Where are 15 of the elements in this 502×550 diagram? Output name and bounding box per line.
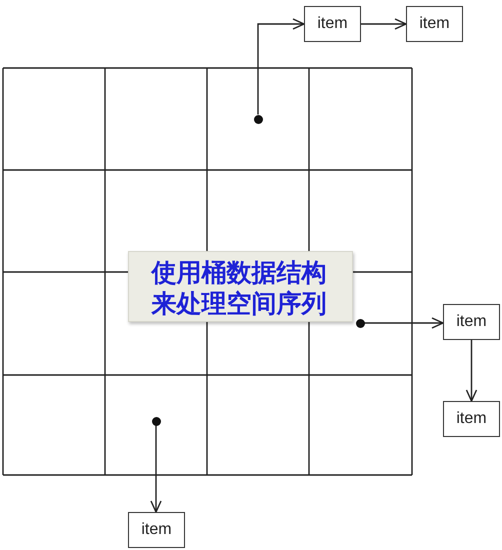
list-item-node: item bbox=[443, 401, 500, 437]
dot-icon bbox=[254, 114, 262, 124]
dot-icon bbox=[356, 318, 364, 328]
arrow bbox=[257, 18, 305, 114]
arrow bbox=[466, 340, 478, 402]
list-item-node: item bbox=[304, 6, 361, 42]
dot-icon bbox=[152, 416, 160, 426]
list-item-node: item bbox=[406, 6, 463, 42]
arrow bbox=[361, 18, 407, 30]
title-panel bbox=[128, 251, 353, 322]
list-item-node: item bbox=[443, 304, 500, 340]
list-item-node: item bbox=[128, 512, 185, 548]
arrow bbox=[364, 317, 444, 329]
arrow bbox=[150, 426, 162, 513]
title-text: 使用桶数据结构来处理空间序列 bbox=[152, 257, 328, 319]
